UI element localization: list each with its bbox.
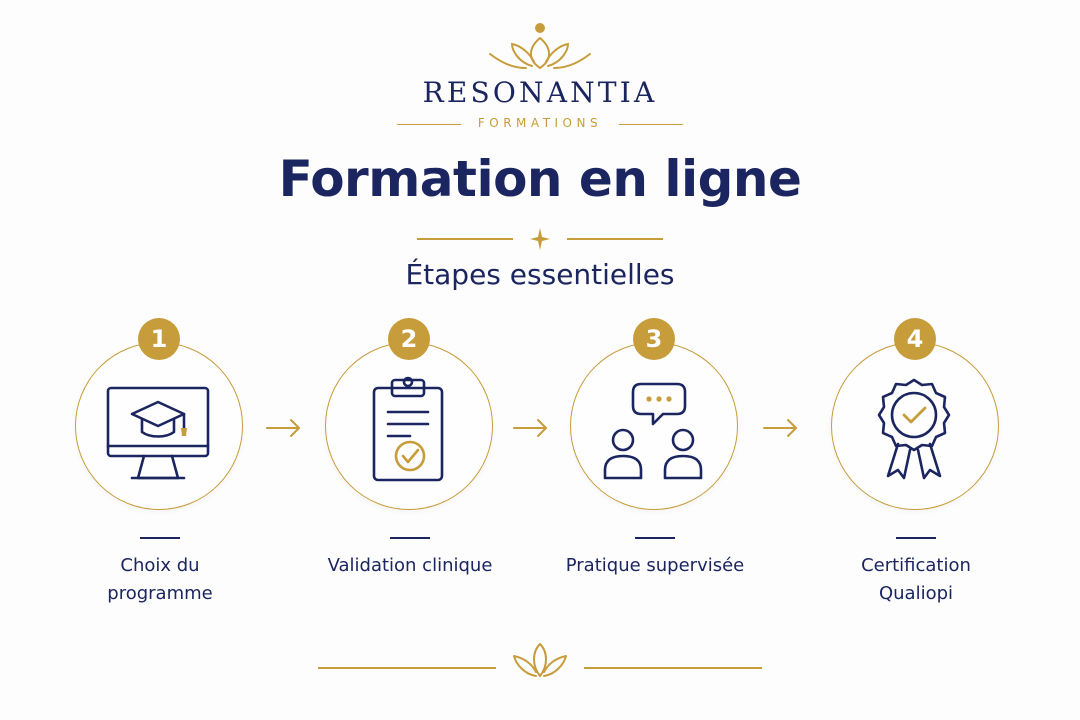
step-dash bbox=[390, 537, 430, 539]
page-title: Formation en ligne bbox=[278, 150, 802, 208]
step-number-badge: 4 bbox=[894, 318, 936, 360]
step-dash bbox=[635, 537, 675, 539]
footer-divider-right bbox=[584, 667, 762, 669]
title-divider-left bbox=[417, 238, 513, 240]
step-2: 2 Validation clinique bbox=[320, 318, 500, 638]
lotus-footer-icon bbox=[513, 643, 567, 677]
arrow-right-icon bbox=[763, 419, 797, 437]
step-3: 3 Pratique supervisée bbox=[565, 318, 745, 638]
monitor-graduation-cap-icon bbox=[106, 386, 210, 480]
people-chat-icon bbox=[603, 382, 703, 480]
award-ribbon-icon bbox=[877, 378, 951, 480]
step-circle bbox=[831, 342, 999, 510]
title-divider-right bbox=[567, 238, 663, 240]
step-label: Choix du programme bbox=[107, 555, 213, 604]
step-number-badge: 2 bbox=[388, 318, 430, 360]
step-number-badge: 3 bbox=[633, 318, 675, 360]
brand-line-left bbox=[397, 124, 461, 125]
lotus-logo-icon bbox=[489, 23, 591, 70]
brand-name: RESONANTIA bbox=[422, 76, 658, 109]
step-label: Certification Qualiopi bbox=[861, 555, 971, 604]
section-subtitle: Étapes essentielles bbox=[405, 258, 675, 291]
footer-divider-left bbox=[318, 667, 496, 669]
sparkle-icon bbox=[530, 228, 550, 250]
clipboard-check-icon bbox=[372, 376, 444, 482]
brand-subtitle: FORMATIONS bbox=[477, 116, 603, 130]
arrow-right-icon bbox=[266, 419, 300, 437]
step-dash bbox=[140, 537, 180, 539]
step-number-badge: 1 bbox=[138, 318, 180, 360]
step-4: 4 Certification Qualiopi bbox=[826, 318, 1006, 638]
arrow-right-icon bbox=[513, 419, 547, 437]
step-label: Pratique supervisée bbox=[565, 555, 745, 576]
step-1: 1 Choix du programme bbox=[70, 318, 250, 638]
brand-line-right bbox=[619, 124, 683, 125]
step-label: Validation clinique bbox=[327, 555, 493, 576]
step-dash bbox=[896, 537, 936, 539]
